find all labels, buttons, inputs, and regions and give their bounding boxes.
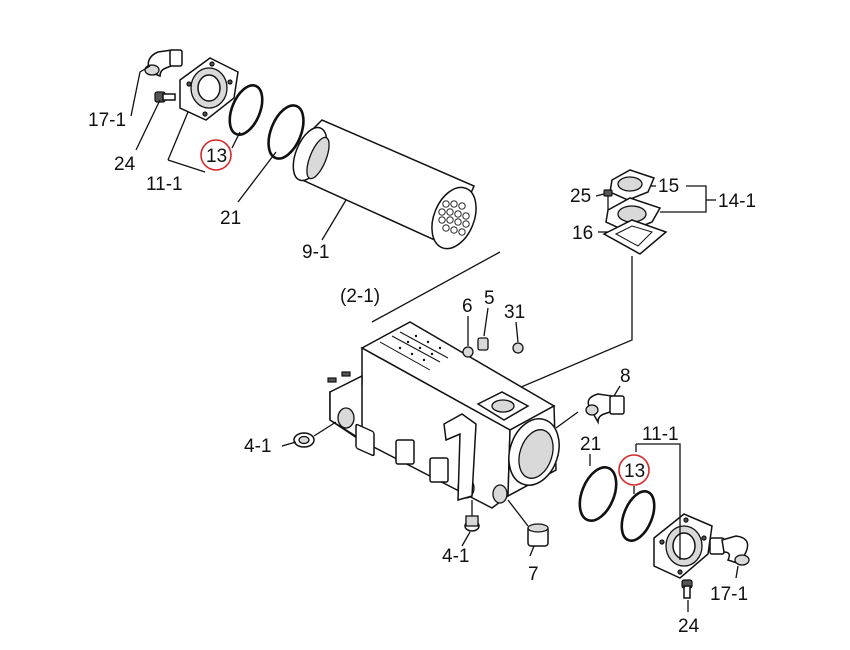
callout-31: 31: [504, 302, 525, 323]
end-cover-plate-top-left: [179, 57, 239, 121]
callout-4-1-bottom: 4-1: [442, 546, 469, 567]
callout-24-bottom-right: 24: [678, 616, 700, 637]
callout-6: 6: [462, 296, 473, 317]
callout-9-1: 9-1: [302, 242, 329, 263]
callout-7: 7: [528, 564, 539, 585]
o-ring-13-top-left: [228, 84, 264, 136]
callout-21-bottom-right: 21: [580, 434, 601, 455]
callout-14-1: 14-1: [718, 191, 756, 212]
callout-11-1-bottom-right: 11-1: [642, 424, 679, 445]
callout-25: 25: [570, 186, 591, 207]
cooler-housing: [327, 321, 560, 509]
plug-5: [477, 337, 489, 351]
o-ring-21-top-left: [267, 104, 305, 160]
nipple-7: [527, 523, 549, 547]
elbow-fitting-bottom-right: [709, 535, 750, 566]
end-cover-plate-bottom-right: [653, 513, 713, 579]
callout-24-top-left: 24: [114, 154, 136, 175]
tube-bundle: [292, 119, 477, 250]
callout-16: 16: [572, 223, 593, 244]
callout-8: 8: [620, 366, 631, 387]
highlight-circle-13-top-left: [200, 139, 232, 171]
callout-11-1-top-left: 11-1: [146, 174, 183, 195]
nut-31: [512, 342, 524, 354]
callout-21-top-left: 21: [220, 208, 241, 229]
callout-17-1-top-left: 17-1: [88, 110, 126, 131]
callout-13-top-left: 13: [206, 146, 227, 167]
elbow-fitting-8: [585, 393, 625, 425]
plug-4-1-left: [293, 432, 315, 448]
plug-6: [462, 346, 474, 358]
callout-5: 5: [484, 288, 495, 309]
callout-4-1-left: 4-1: [244, 436, 271, 457]
o-ring-13-bottom-right: [620, 490, 656, 542]
highlight-circle-13-bottom-right: [618, 454, 650, 486]
flange-assembly-14-1: [602, 169, 668, 255]
callout-13-bottom-right: 13: [624, 461, 645, 482]
bolt-top-left: [154, 91, 176, 103]
callout-15: 15: [658, 176, 679, 197]
bolt-bottom-right: [681, 579, 693, 599]
callout-2-1: (2-1): [340, 286, 380, 307]
callout-17-1-bottom-right: 17-1: [710, 584, 748, 605]
o-ring-21-bottom-right: [578, 466, 618, 522]
elbow-fitting-top-left: [144, 49, 183, 78]
plug-4-1-bottom: [464, 515, 480, 532]
